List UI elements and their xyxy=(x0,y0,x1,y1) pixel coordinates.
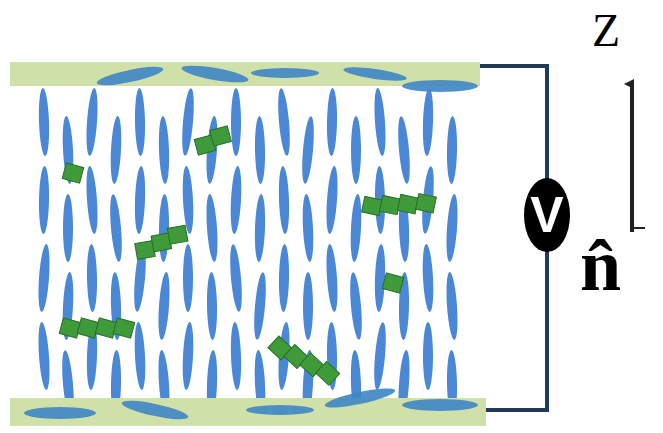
lc-molecule xyxy=(445,272,460,341)
lc-molecule xyxy=(38,166,49,234)
dopant-cube xyxy=(113,318,135,338)
lc-molecule xyxy=(303,272,313,340)
lc-molecule xyxy=(372,322,388,391)
dopant-particles xyxy=(59,126,436,385)
lc-molecule xyxy=(63,194,73,262)
dopant-cube xyxy=(362,196,383,215)
lc-molecule xyxy=(180,88,196,157)
axis-tick xyxy=(632,227,645,229)
lc-molecule xyxy=(158,116,170,184)
lc-molecule xyxy=(421,244,435,312)
lc-molecule xyxy=(37,322,52,391)
dopant-cube xyxy=(59,318,81,338)
voltage-source: V xyxy=(524,178,570,252)
lc-molecule xyxy=(205,194,220,263)
lc-molecule xyxy=(326,88,337,156)
lc-molecule xyxy=(230,322,242,390)
lc-molecule xyxy=(37,244,52,313)
lc-molecule xyxy=(134,166,146,234)
lc-molecule xyxy=(351,116,361,184)
lc-molecule xyxy=(85,88,100,157)
lc-molecule xyxy=(231,88,241,156)
lc-molecule xyxy=(85,166,100,235)
lc-molecule xyxy=(181,166,195,234)
dopant-cube xyxy=(167,225,188,244)
liquid-crystal-molecules xyxy=(37,88,460,419)
lc-molecule xyxy=(422,88,434,156)
director-label: n̂ xyxy=(580,228,621,302)
lc-molecule xyxy=(252,272,268,341)
dopant-cube xyxy=(415,193,436,212)
lc-molecule xyxy=(446,116,457,184)
lc-molecule xyxy=(228,244,244,313)
lc-molecule xyxy=(134,88,145,156)
lc-molecule xyxy=(348,272,364,341)
lc-molecule xyxy=(278,166,290,234)
voltage-symbol: V xyxy=(530,190,563,240)
lc-molecule xyxy=(373,88,388,157)
dopant-cube xyxy=(382,273,404,293)
lc-molecule xyxy=(206,272,217,340)
dopant-cube xyxy=(95,318,117,338)
lc-molecule xyxy=(325,166,340,235)
lc-molecule xyxy=(133,322,147,390)
lc-molecule xyxy=(109,116,123,184)
lc-molecule xyxy=(374,244,386,312)
lc-molecule xyxy=(38,88,50,156)
lc-molecule xyxy=(300,116,316,185)
lc-molecule xyxy=(229,166,243,234)
dopant-cube xyxy=(77,318,99,338)
bottom-plate xyxy=(10,398,486,426)
axis-label: Z xyxy=(592,8,620,54)
lc-molecule xyxy=(183,244,193,312)
dopant-cube xyxy=(210,126,232,146)
dopant-cube xyxy=(316,361,340,385)
lc-molecule xyxy=(445,194,460,263)
lc-molecule xyxy=(325,244,340,313)
z-axis-arrow xyxy=(630,84,634,232)
lc-molecule xyxy=(301,194,315,262)
lc-molecule xyxy=(423,322,433,390)
lc-molecule xyxy=(108,194,124,263)
source-outline xyxy=(524,178,570,252)
top-plate xyxy=(10,62,480,86)
lc-molecule xyxy=(278,244,289,312)
lc-molecule xyxy=(254,194,266,262)
lc-molecule xyxy=(254,116,265,184)
dopant-cube xyxy=(380,195,401,214)
lc-molecule xyxy=(349,194,363,262)
lc-molecule xyxy=(86,244,97,312)
lc-molecule xyxy=(396,116,412,185)
dopant-cube xyxy=(62,163,84,183)
surface-molecules xyxy=(24,62,478,423)
lc-molecule xyxy=(157,272,172,341)
dopant-cube xyxy=(397,194,418,213)
lc-molecule xyxy=(276,88,292,157)
lc-molecule xyxy=(181,322,195,390)
